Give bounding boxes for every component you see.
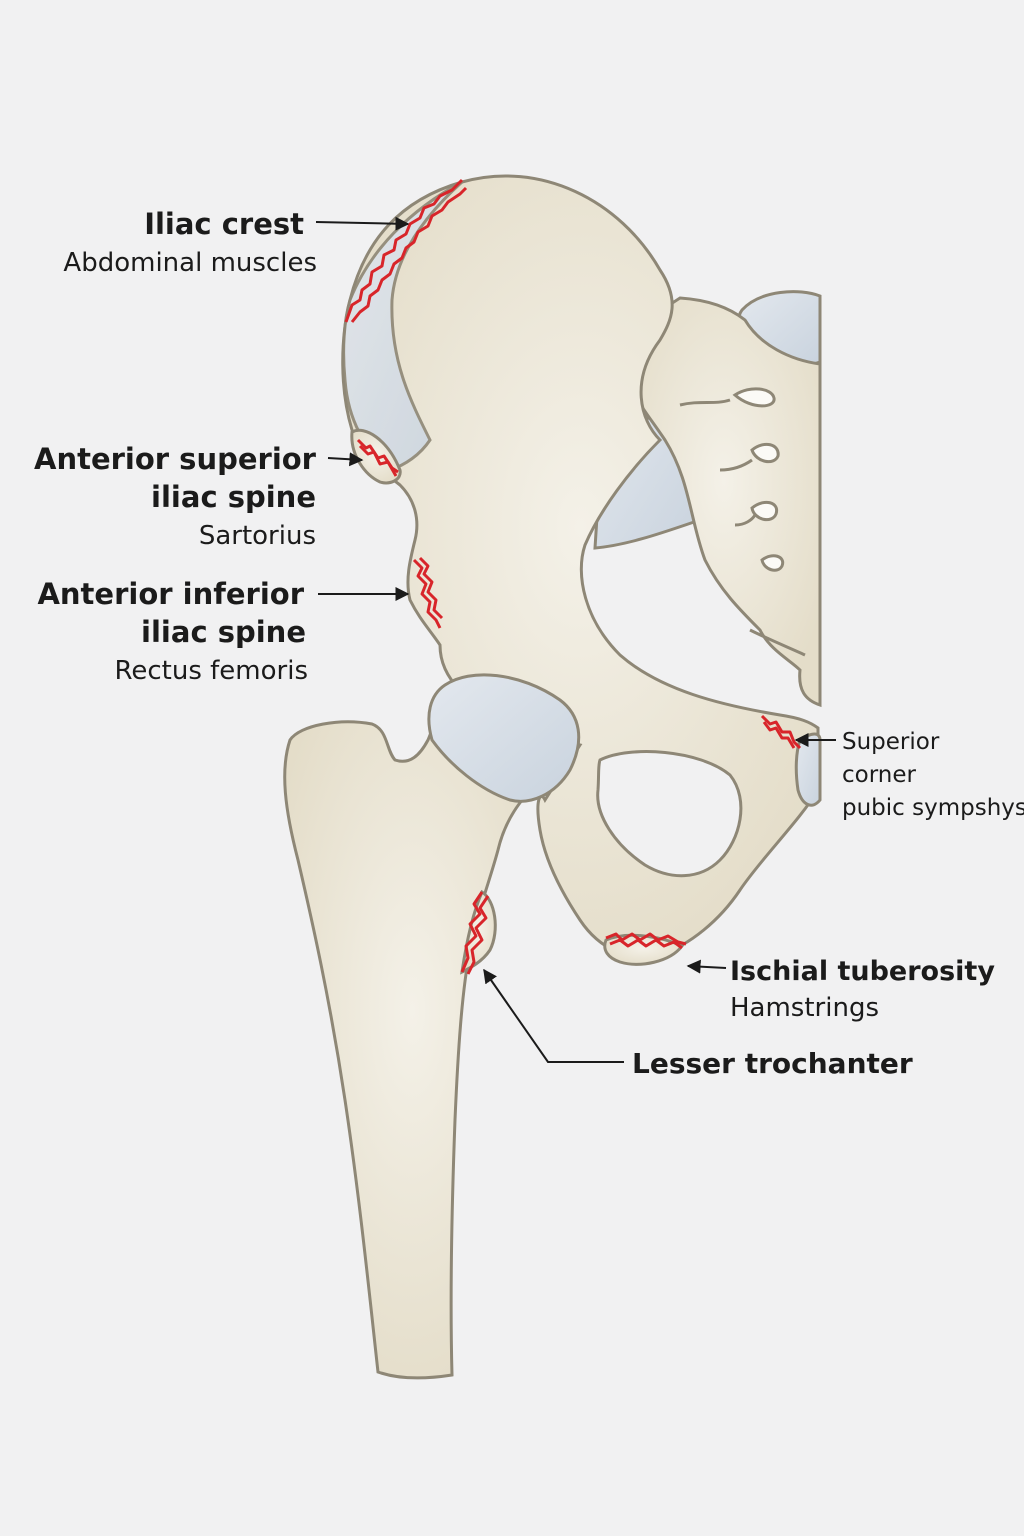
fracture-iliac-crest-b [350, 186, 468, 323]
label-pubic-line1: Superior [842, 729, 940, 755]
fracture-pubic-a [760, 714, 802, 750]
sacral-foramen-1 [732, 387, 776, 408]
label-ischial-title: Ischial tuberosity [730, 956, 995, 987]
label-aiis-muscle: Rectus femoris [114, 656, 308, 686]
fracture-iliac-crest-a [344, 178, 464, 323]
femur [283, 707, 543, 1380]
fracture-ischial-b [609, 938, 683, 950]
fracture-lesser-trochanter-a [460, 891, 484, 973]
label-asis-title-line1: Anterior superior [34, 442, 316, 476]
label-aiis-title-line1: Anterior inferior [37, 577, 304, 611]
label-lesser-trochanter-title: Lesser trochanter [632, 1047, 913, 1080]
sacral-foramen-2 [750, 442, 780, 464]
sacral-foramen-3 [750, 500, 779, 522]
leader-lesser-trochanter [483, 968, 624, 1063]
femoral-head [427, 673, 581, 803]
fracture-pubic-b [762, 721, 796, 749]
obturator-foramen [596, 750, 743, 878]
leader-asis [327, 452, 364, 467]
label-iliac-crest-title: Iliac crest [144, 207, 304, 241]
leader-lines [315, 216, 836, 1063]
label-pubic-line3: pubic sympshys [842, 795, 1024, 821]
fracture-asis-b [358, 444, 398, 477]
fracture-ischial-a [605, 932, 687, 946]
label-aiis-title-line2: iliac spine [141, 615, 306, 649]
leader-ischial [686, 959, 727, 974]
label-asis-title-line2: iliac spine [151, 480, 316, 514]
avulsion-fractures [344, 178, 802, 975]
leader-iliac-crest [315, 216, 410, 231]
label-ischial-muscle: Hamstrings [730, 993, 879, 1023]
fracture-aiis-a [412, 558, 442, 629]
label-asis-muscle: Sartorius [198, 521, 316, 551]
sacral-foramen-4 [760, 554, 785, 572]
pubic-symphysis [794, 732, 822, 807]
fracture-aiis-b [418, 556, 444, 620]
label-iliac-crest-muscle: Abdominal muscles [63, 248, 317, 278]
fracture-lesser-trochanter-b [466, 895, 490, 975]
label-pubic-line2: corner [842, 762, 916, 788]
